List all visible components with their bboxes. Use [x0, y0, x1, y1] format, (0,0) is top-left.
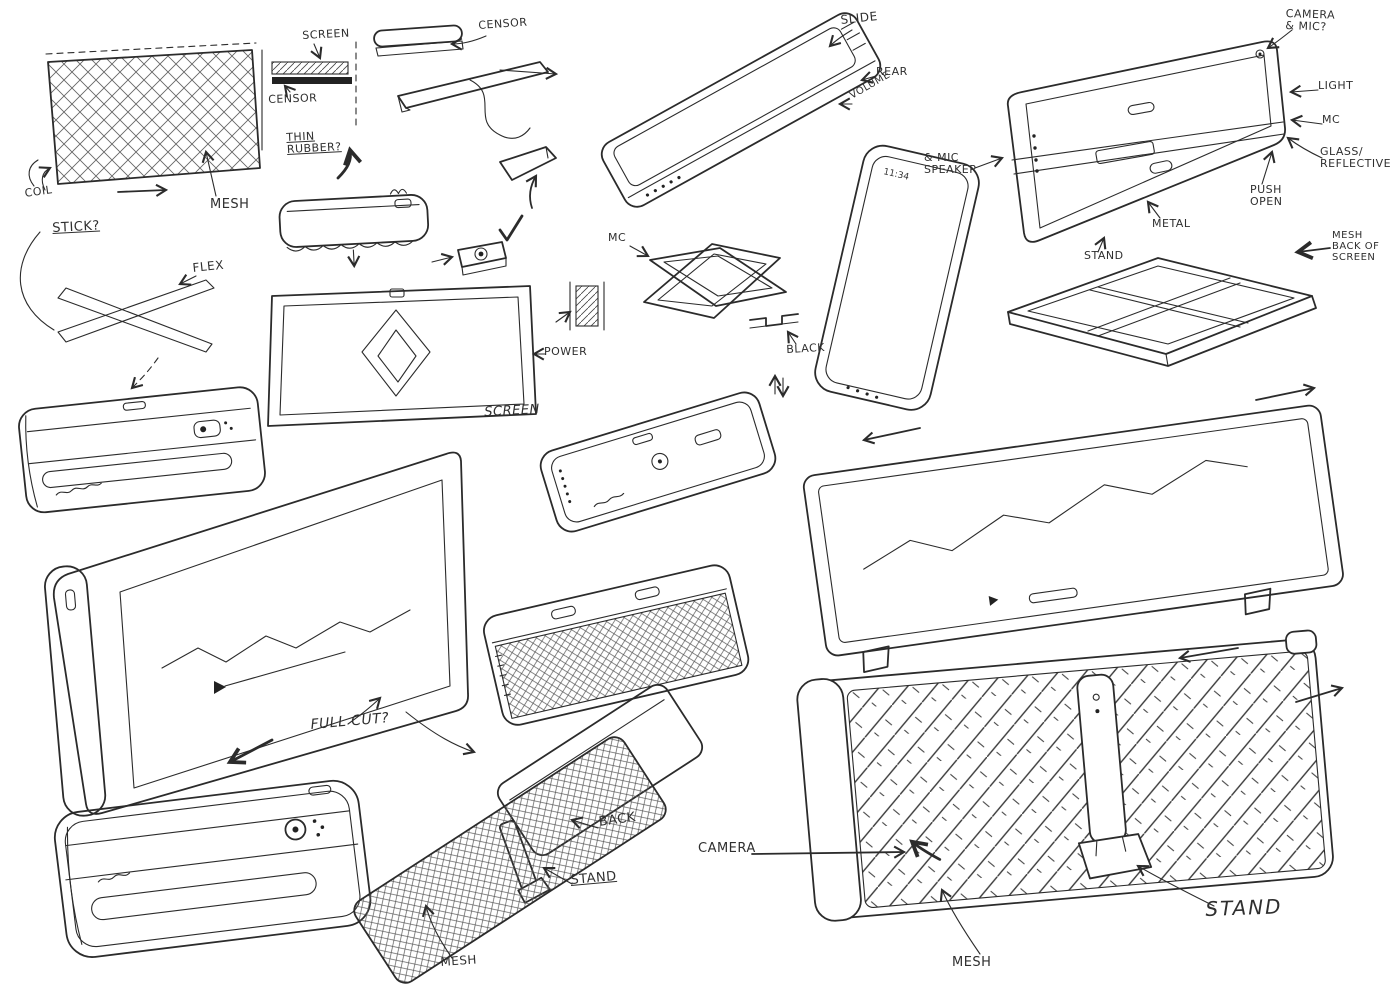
- sketch-soundbar-bottomleft: [53, 779, 372, 958]
- rear-label: REAR: [876, 65, 908, 78]
- black-label: BLACK: [785, 340, 826, 356]
- screen-label: SCREEN: [301, 26, 351, 42]
- sketch-vertical-device: 11:34: [814, 144, 980, 411]
- mesh-bottomleft-label: MESH: [439, 952, 478, 969]
- bold-arrow-icon: [336, 146, 363, 180]
- mic-speaker-label: & MIC SPEAKER: [924, 151, 978, 177]
- sketch-soundbar-front: [18, 386, 266, 514]
- sketch-display-right: [802, 404, 1344, 673]
- clock-readout: 11:34: [882, 167, 910, 183]
- sketch-soundbar-mesh: [483, 564, 750, 726]
- sketch-mesh-back-large: [751, 629, 1345, 955]
- camera-lens-icon: [474, 247, 488, 261]
- camera-bottom-label: CAMERA: [698, 841, 756, 856]
- sketch-bracket-detail: [749, 313, 799, 345]
- sketch-device-top-view: [539, 391, 777, 533]
- light-label: LIGHT: [1318, 79, 1354, 92]
- push-open-label: PUSH OPEN: [1250, 183, 1283, 209]
- sketch-stand-back: [353, 684, 704, 984]
- sketch-screen-layer-detail: [261, 41, 357, 151]
- center-button-icon: [651, 452, 669, 470]
- sketch-mesh-panel: [19, 42, 261, 331]
- sketch-flex-strips: [57, 274, 215, 390]
- mesh-bottomcenter-label: MESH: [952, 955, 992, 970]
- screen-center-label: SCREEN: [483, 402, 541, 420]
- metal-label: METAL: [1152, 217, 1191, 230]
- power-button-icon: [284, 818, 307, 841]
- play-triangle-icon: [214, 681, 226, 694]
- power-label: POWER: [544, 345, 588, 358]
- stand-right-label: STAND: [1084, 249, 1124, 262]
- sketch-lens-box: [431, 241, 507, 276]
- glass-reflective-label: GLASS/ REFLECTIVE: [1320, 145, 1392, 171]
- sketch-monitor-front: [267, 285, 546, 427]
- sketch-wedge: [499, 146, 557, 209]
- mic-left-label: MC: [608, 231, 627, 244]
- sketch-x-stand: [629, 243, 787, 319]
- sketch-small-bar: [373, 24, 559, 139]
- camera-dot-icon: [1255, 49, 1265, 59]
- camera-mic-label: CAMERA & MIC?: [1285, 7, 1336, 34]
- sketch-scalloped-device: [278, 188, 430, 269]
- sketch-mesh-tray: [1007, 257, 1317, 367]
- mesh-back-of-screen-label: MESH BACK OF SCREEN: [1332, 230, 1380, 264]
- thin-rubber-label: THIN RUBBER?: [285, 129, 342, 157]
- stick-label: STICK?: [51, 218, 101, 236]
- mesh-topleft-label: MESH: [210, 197, 250, 212]
- mic-right-label: MC: [1322, 113, 1341, 126]
- sketch-side-hatch-detail: [555, 281, 605, 331]
- censor-layer-label: CENSOR: [267, 91, 318, 106]
- stand-bottomright-label: STAND: [1204, 894, 1283, 921]
- sketch-display-left: [44, 451, 469, 817]
- sketch-slide-device: [600, 12, 882, 208]
- check-mark-icon: [498, 214, 524, 242]
- sketch-soundbar-large: [1006, 40, 1286, 243]
